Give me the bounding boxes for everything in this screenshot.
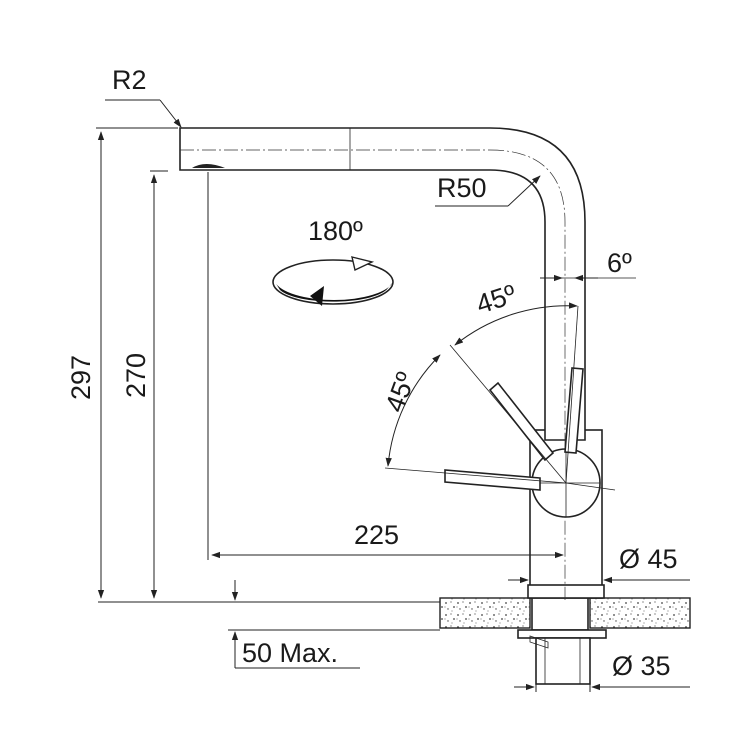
spout (179, 127, 586, 600)
rotation-symbol (272, 256, 394, 306)
dimension-297 (96, 127, 178, 599)
label-d35: Ø 35 (612, 651, 671, 681)
lever-handle (444, 367, 601, 518)
label-r50: R50 (437, 173, 487, 203)
countertop (98, 597, 691, 631)
label-tilt-angle: 6º (607, 248, 632, 278)
angle-construction (384, 274, 636, 491)
label-297: 297 (66, 355, 96, 400)
dimension-d35 (514, 640, 690, 692)
r50-leader (435, 175, 541, 207)
label-225: 225 (354, 520, 399, 550)
dimension-50-max (231, 580, 360, 669)
dimension-225 (207, 172, 564, 560)
label-d45: Ø 45 (619, 544, 678, 574)
label-270: 270 (121, 353, 151, 398)
label-rotation: 180º (308, 216, 363, 246)
r2-leader (105, 99, 182, 128)
label-upper-angle: 45º (473, 279, 520, 320)
label-r2: R2 (112, 65, 147, 95)
dimension-270 (150, 170, 168, 599)
label-50-max: 50 Max. (242, 638, 338, 668)
label-lower-angle: 45º (379, 368, 421, 416)
